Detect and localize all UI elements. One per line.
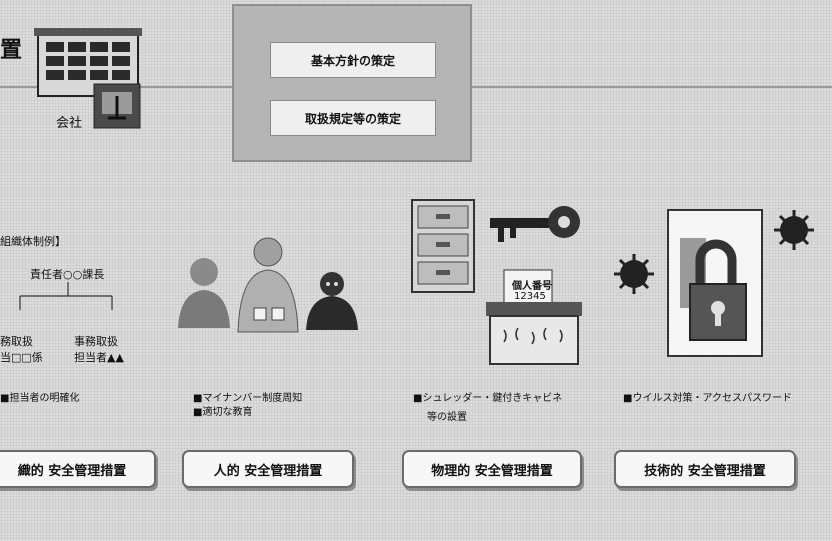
org-right-role-2: 担当者▲▲ [74, 351, 124, 364]
shred-card-label-2: 12345 [514, 291, 546, 302]
policy-basic-item: 基本方針の策定 [270, 42, 436, 78]
top-connector-line-right [472, 86, 832, 88]
virus-icon [614, 254, 654, 294]
org-manager: 責任者○○課長 [30, 268, 105, 281]
org-tree-lines [19, 282, 113, 310]
physical-caption-1: ■シュレッダー・鍵付きキャビネ [413, 393, 563, 404]
shredder-icon [486, 269, 582, 365]
category-technical: 技術的 安全管理措置 [614, 450, 796, 488]
human-caption-1: ■マイナンバー制度周知 [193, 393, 303, 404]
org-caption: ■担当者の明確化 [0, 393, 80, 404]
key-icon [490, 206, 580, 242]
org-left-role-1: 務取扱 [0, 335, 33, 348]
human-caption-2: ■適切な教育 [193, 407, 253, 418]
org-left-role-2: 当□□係 [0, 351, 43, 364]
policy-rules-item: 取扱規定等の策定 [270, 100, 436, 136]
page-title-fragment: 置 [0, 38, 23, 63]
policy-box: 基本方針の策定 取扱規定等の策定 [232, 4, 472, 162]
category-organizational: 織的 安全管理措置 [0, 450, 156, 488]
category-human: 人的 安全管理措置 [182, 450, 354, 488]
people-illustration-icon [178, 237, 358, 333]
org-right-role-1: 事務取扱 [74, 335, 118, 348]
cabinet-icon [411, 199, 475, 293]
company-building-icon [34, 28, 142, 129]
padlock-icon [667, 209, 763, 357]
virus-icon-right [774, 210, 814, 250]
company-label: 会社 [56, 116, 83, 131]
technical-caption: ■ウイルス対策・アクセスパスワード [623, 393, 792, 404]
org-heading: 組織体制例】 [0, 235, 66, 248]
category-physical: 物理的 安全管理措置 [402, 450, 582, 488]
physical-caption-2: 等の設置 [427, 412, 467, 423]
shred-card-label-1: 個人番号 [512, 281, 552, 292]
